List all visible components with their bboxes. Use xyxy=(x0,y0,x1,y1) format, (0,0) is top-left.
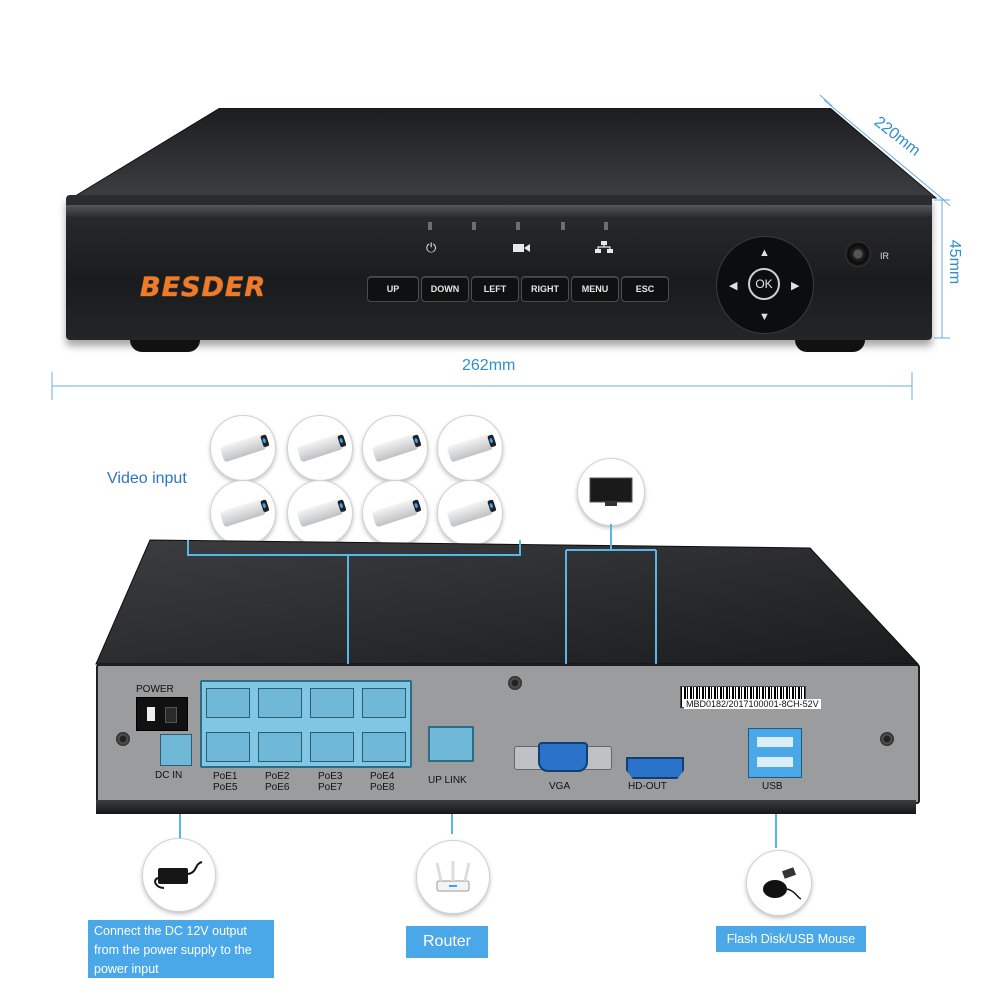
screw-icon xyxy=(508,676,522,690)
ok-button[interactable]: OK xyxy=(748,268,780,300)
dc-in-port[interactable] xyxy=(160,734,192,766)
video-input-label: Video input xyxy=(107,470,187,487)
serial-sticker-text: MBD0182/2017100001-8CH-52V xyxy=(684,699,821,709)
switch-off-marker xyxy=(165,707,177,723)
nvr-top-surface xyxy=(70,108,938,199)
down-button[interactable]: DOWN xyxy=(421,276,469,302)
right-button[interactable]: RIGHT xyxy=(521,276,569,302)
brand-logo: BESDER xyxy=(140,272,267,303)
menu-button[interactable]: MENU xyxy=(571,276,619,302)
front-panel-bevel xyxy=(66,205,932,217)
network-icon xyxy=(595,241,613,253)
hdmi-port[interactable] xyxy=(626,757,684,779)
dc-in-label: DC IN xyxy=(155,770,183,781)
poe-port-7[interactable] xyxy=(310,732,354,762)
poe-port-3[interactable] xyxy=(310,688,354,718)
power-supply-callout: Connect the DC 12V output from the power… xyxy=(88,920,274,978)
power-icon: ⏻ xyxy=(426,240,437,255)
power-label: POWER xyxy=(136,684,174,695)
router-icon xyxy=(416,840,490,914)
arrow-left-icon[interactable]: ◀ xyxy=(729,280,738,292)
status-led xyxy=(428,222,432,230)
screw-icon xyxy=(116,732,130,746)
poe-port-8[interactable] xyxy=(362,732,406,762)
ir-receiver-icon xyxy=(844,240,872,268)
front-foot-right xyxy=(795,340,865,352)
arrow-down-icon[interactable]: ▼ xyxy=(759,311,770,323)
camera-2-icon xyxy=(287,415,353,481)
camera-6-icon xyxy=(287,480,353,546)
camera-8-icon xyxy=(437,480,503,546)
screw-icon xyxy=(880,732,894,746)
camera-5-icon xyxy=(210,480,276,546)
poe-port-1[interactable] xyxy=(206,688,250,718)
status-led xyxy=(472,222,476,230)
switch-on-marker xyxy=(147,707,155,721)
status-led xyxy=(604,222,608,230)
ir-label: IR xyxy=(880,251,889,261)
poe-port-5[interactable] xyxy=(206,732,250,762)
uplink-port[interactable] xyxy=(428,726,474,762)
router-callout: Router xyxy=(406,926,488,958)
esc-button[interactable]: ESC xyxy=(621,276,669,302)
up-button[interactable]: UP xyxy=(367,276,419,302)
width-dimension: 262mm xyxy=(462,357,516,374)
hdmi-label: HD-OUT xyxy=(628,781,667,792)
usb-port-1[interactable] xyxy=(757,737,793,747)
arrow-up-icon[interactable]: ▲ xyxy=(759,247,770,259)
status-led xyxy=(561,222,565,230)
dimension-lines xyxy=(51,94,951,400)
left-button[interactable]: LEFT xyxy=(471,276,519,302)
usb-label: USB xyxy=(762,781,783,792)
vga-label: VGA xyxy=(549,781,571,792)
navigation-dpad[interactable]: ▲ ▼ ◀ ▶ OK xyxy=(716,236,814,334)
power-switch[interactable] xyxy=(136,697,188,731)
arrow-right-icon[interactable]: ▶ xyxy=(791,280,800,292)
usb-mouse-icon xyxy=(746,850,812,916)
usb-callout: Flash Disk/USB Mouse xyxy=(716,926,866,952)
rear-panel-base xyxy=(96,800,916,814)
vga-port[interactable] xyxy=(538,742,588,772)
monitor-icon xyxy=(577,458,645,526)
usb-port-block[interactable] xyxy=(748,728,802,778)
poe-port-6[interactable] xyxy=(258,732,302,762)
poe-port-2[interactable] xyxy=(258,688,302,718)
power-adapter-icon xyxy=(142,838,216,912)
usb-port-2[interactable] xyxy=(757,757,793,767)
poe-port-4[interactable] xyxy=(362,688,406,718)
uplink-label: UP LINK xyxy=(428,775,467,786)
camera-3-icon xyxy=(362,415,428,481)
camera-1-icon xyxy=(210,415,276,481)
camera-7-icon xyxy=(362,480,428,546)
front-foot-left xyxy=(130,340,200,352)
status-led xyxy=(516,222,520,230)
camera-icon xyxy=(513,244,530,252)
